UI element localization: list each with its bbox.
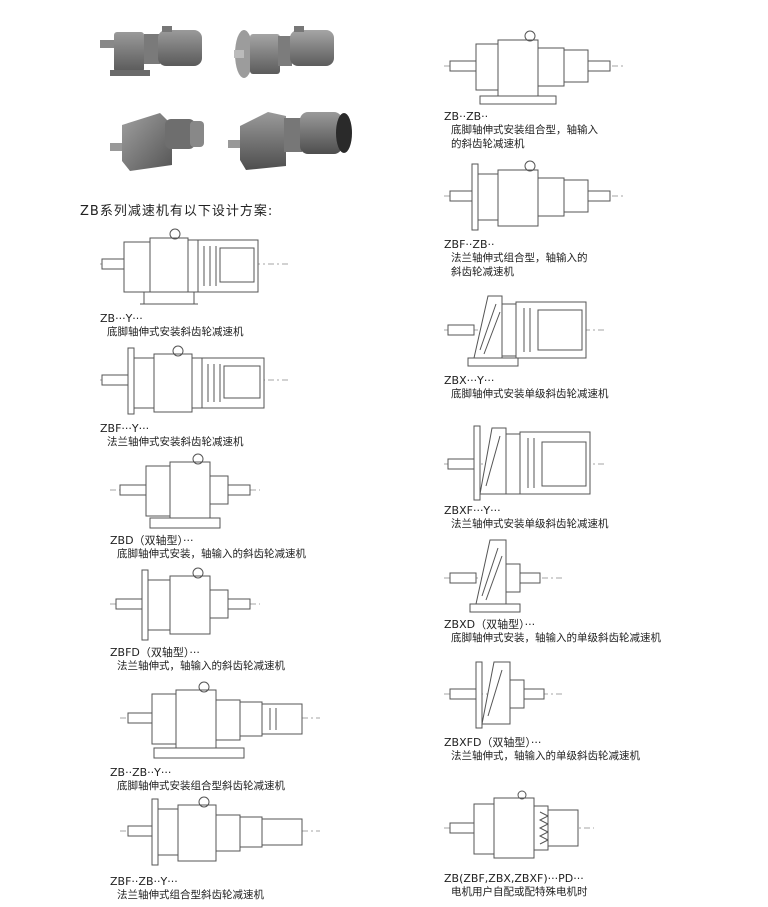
- model-code: ZB(ZBF,ZBX,ZBXF)···PD···: [444, 872, 584, 885]
- model-code: ZB··ZB··Y···: [110, 766, 172, 779]
- reducer-drawing: [444, 160, 624, 231]
- model-code: ZBXF···Y···: [444, 504, 501, 517]
- model-code: ZB···Y···: [100, 312, 143, 325]
- model-code: ZBX···Y···: [444, 374, 495, 387]
- model-code: ZBXD（双轴型）···: [444, 618, 536, 631]
- product-photo-helical-with-motor: [228, 100, 358, 175]
- reducer-drawing: [120, 681, 320, 759]
- model-description: 的斜齿轮减速机: [451, 138, 525, 150]
- diagram-item-zbxf-y: ZBXF···Y··· 法兰轴伸式安装单级斜齿轮减速机: [444, 420, 609, 531]
- reducer-drawing: [110, 567, 260, 641]
- model-description: 底脚轴伸式安装组合型斜齿轮减速机: [117, 780, 285, 792]
- reducer-drawing: [444, 425, 604, 501]
- diagram-item-zb-y: ZB···Y··· 底脚轴伸式安装斜齿轮减速机: [100, 226, 290, 339]
- reducer-drawing: [444, 539, 564, 613]
- model-description: 底脚轴伸式安装，轴输入的斜齿轮减速机: [117, 548, 306, 560]
- diagram-item-pd: ZB(ZBF,ZBX,ZBXF)···PD··· 电机用户自配或配特殊电机时: [444, 790, 594, 899]
- model-code: ZBF···Y···: [100, 422, 150, 435]
- diagram-item-zbf-zb: ZBF··ZB·· 法兰轴伸式组合型，轴输入的 斜齿轮减速机: [444, 160, 624, 279]
- reducer-drawing: [100, 345, 290, 415]
- model-code: ZBF··ZB··: [444, 238, 495, 251]
- model-description: 斜齿轮减速机: [451, 266, 514, 278]
- reducer-drawing: [120, 796, 320, 866]
- diagram-item-zbxfd: ZBXFD（双轴型）··· 法兰轴伸式，轴输入的单级斜齿轮减速机: [444, 654, 640, 763]
- model-description: 法兰轴伸式组合型斜齿轮减速机: [117, 889, 264, 901]
- reducer-drawing: [110, 453, 260, 529]
- model-description: 法兰轴伸式组合型，轴输入的: [451, 252, 588, 264]
- reducer-drawing: [444, 295, 604, 367]
- model-description: 法兰轴伸式，轴输入的单级斜齿轮减速机: [451, 750, 640, 762]
- product-photo-flange-mounted: [232, 18, 342, 88]
- diagram-item-zb-zb: ZB··ZB·· 底脚轴伸式安装组合型，轴输入 的斜齿轮减速机: [444, 30, 624, 151]
- diagram-item-zbx-y: ZBX···Y··· 底脚轴伸式安装单级斜齿轮减速机: [444, 290, 609, 401]
- product-photo-helical-compact: [110, 105, 210, 175]
- model-code: ZBFD（双轴型）···: [110, 646, 200, 659]
- reducer-drawing: [444, 790, 594, 859]
- model-description: 法兰轴伸式安装单级斜齿轮减速机: [451, 518, 609, 530]
- product-photo-foot-mounted: [100, 18, 210, 88]
- model-description: 底脚轴伸式安装组合型，轴输入: [451, 124, 598, 136]
- diagram-item-zb-zb-y: ZB··ZB··Y··· 底脚轴伸式安装组合型斜齿轮减速机: [110, 680, 320, 793]
- model-description: 法兰轴伸式安装斜齿轮减速机: [107, 436, 244, 448]
- model-description: 法兰轴伸式，轴输入的斜齿轮减速机: [117, 660, 285, 672]
- reducer-drawing: [100, 228, 290, 305]
- diagram-item-zbxd: ZBXD（双轴型）··· 底脚轴伸式安装，轴输入的单级斜齿轮减速机: [444, 536, 661, 645]
- model-description: 底脚轴伸式安装，轴输入的单级斜齿轮减速机: [451, 632, 661, 644]
- reducer-drawing: [444, 30, 624, 105]
- model-description: 底脚轴伸式安装单级斜齿轮减速机: [451, 388, 609, 400]
- model-description: 底脚轴伸式安装斜齿轮减速机: [107, 326, 244, 338]
- model-description: 电机用户自配或配特殊电机时: [451, 886, 588, 898]
- design-options-heading: ZB系列减速机有以下设计方案:: [80, 204, 274, 219]
- diagram-item-zbf-zb-y: ZBF··ZB··Y··· 法兰轴伸式组合型斜齿轮减速机: [110, 795, 320, 902]
- model-code: ZBD（双轴型）···: [110, 534, 194, 547]
- reducer-drawing: [444, 661, 564, 729]
- model-code: ZBF··ZB··Y···: [110, 875, 178, 888]
- model-code: ZB··ZB··: [444, 110, 489, 123]
- diagram-item-zbfd: ZBFD（双轴型）··· 法兰轴伸式，轴输入的斜齿轮减速机: [110, 566, 285, 673]
- diagram-item-zbd: ZBD（双轴型）··· 底脚轴伸式安装，轴输入的斜齿轮减速机: [110, 452, 306, 561]
- diagram-item-zbf-y: ZBF···Y··· 法兰轴伸式安装斜齿轮减速机: [100, 344, 290, 449]
- model-code: ZBXFD（双轴型）···: [444, 736, 542, 749]
